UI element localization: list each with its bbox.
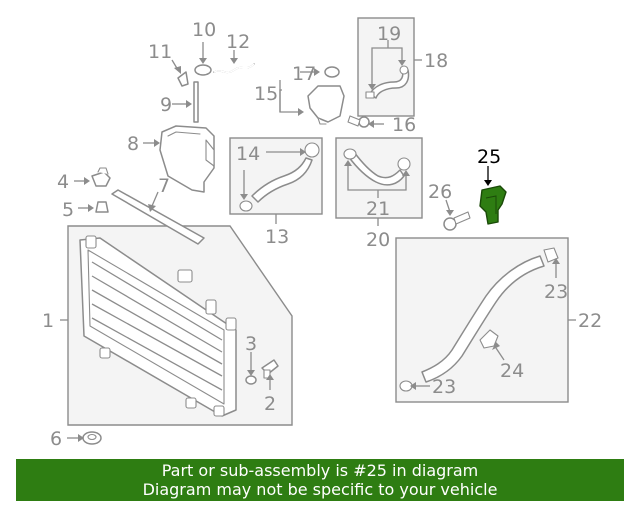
info-banner: Part or sub-assembly is #25 in diagram D… <box>16 459 624 501</box>
callout-24: 24 <box>500 360 524 382</box>
callout-2: 2 <box>264 393 276 415</box>
part-18-hose-box: 19 18 <box>357 17 448 117</box>
part-13-hose-box: 14 13 <box>229 137 323 248</box>
callout-9: 9 <box>160 94 172 116</box>
part-7-seal-strip: 7 <box>111 175 205 245</box>
callout-11: 11 <box>148 41 172 63</box>
callout-20: 20 <box>366 229 390 251</box>
radiator-group: 1 <box>42 225 293 426</box>
callout-6: 6 <box>50 428 62 450</box>
part-5-mount: 5 <box>62 199 109 221</box>
part-16-bolt: 16 <box>347 114 416 136</box>
callout-8: 8 <box>127 133 139 155</box>
callout-25: 25 <box>477 146 501 168</box>
part-9-hose: 9 <box>160 81 199 123</box>
banner-line-2: Diagram may not be specific to your vehi… <box>142 480 498 499</box>
part-12-overflow-hose: 12 <box>213 31 255 74</box>
part-6-cushion: 6 <box>50 428 102 450</box>
callout-21: 21 <box>366 198 390 220</box>
callout-19: 19 <box>377 23 401 45</box>
callout-10: 10 <box>192 19 216 41</box>
callout-14: 14 <box>236 143 260 165</box>
callout-4: 4 <box>57 171 69 193</box>
part-11-clip: 11 <box>148 41 189 87</box>
callout-13: 13 <box>265 226 289 248</box>
callout-18: 18 <box>424 50 448 72</box>
part-10-cap: 10 <box>192 19 216 76</box>
callout-22: 22 <box>578 310 602 332</box>
part-8-reservoir: 8 <box>127 125 215 193</box>
banner-line-1: Part or sub-assembly is #25 in diagram <box>161 461 479 480</box>
callout-16: 16 <box>392 114 416 136</box>
part-3-washer: 3 <box>245 333 257 385</box>
part-22-hose-box: 23 24 23 22 <box>395 237 602 403</box>
part-20-hose-box: 21 20 <box>335 137 423 251</box>
part-26-bolt: 26 <box>428 181 471 231</box>
callout-3: 3 <box>245 333 257 355</box>
callout-7: 7 <box>158 175 170 197</box>
callout-15: 15 <box>254 83 278 105</box>
callout-5: 5 <box>62 199 74 221</box>
callout-26: 26 <box>428 181 452 203</box>
callout-12: 12 <box>226 31 250 53</box>
callout-17: 17 <box>292 63 316 85</box>
callout-23b: 23 <box>432 376 456 398</box>
part-25-highlighted: 25 <box>477 146 507 225</box>
callout-1: 1 <box>42 310 54 332</box>
part-15-surge-tank: 17 15 <box>254 63 345 125</box>
callout-23a: 23 <box>544 281 568 303</box>
part-4-bracket: 4 <box>57 167 111 193</box>
part-2-drain-plug: 2 <box>261 359 279 415</box>
